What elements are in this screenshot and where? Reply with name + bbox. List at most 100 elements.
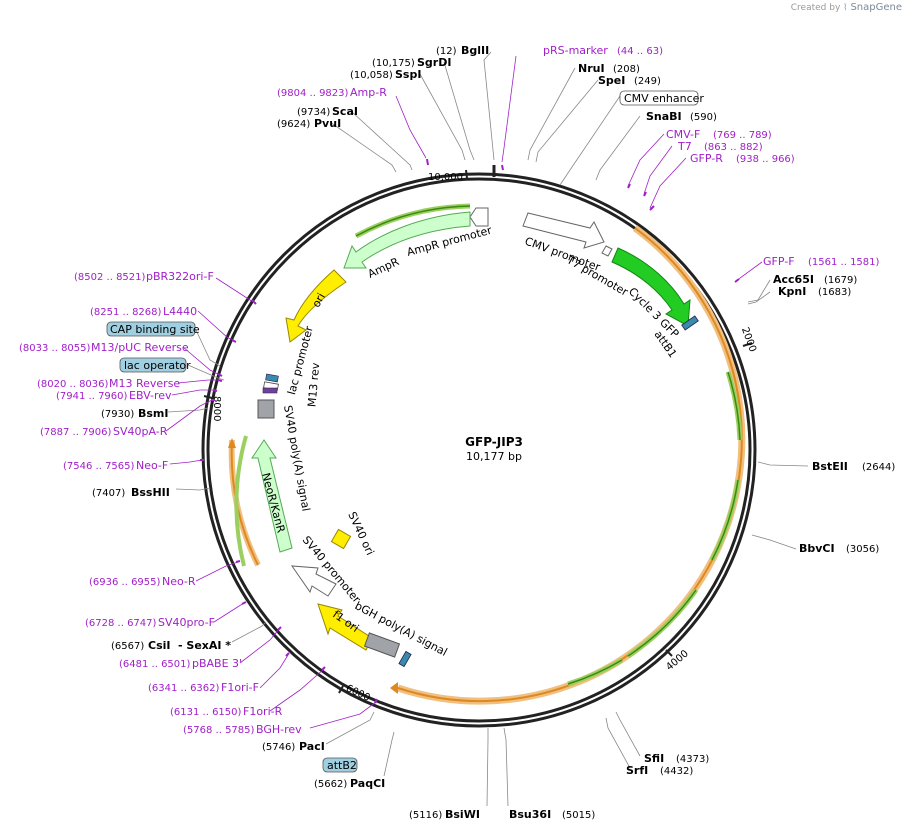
primer-pos-f1ori-r: (6131 .. 6150) (170, 707, 242, 718)
tick-label-10000: 10,000 (428, 172, 463, 183)
plasmid-length: 10,177 bp (466, 450, 522, 463)
plasmid-name: GFP-JIP3 (465, 435, 523, 449)
site-scai: ScaI (332, 105, 358, 118)
site-bbvci: BbvCI (799, 542, 835, 555)
site-pos-snabi: (590) (690, 112, 717, 123)
cmv-enhancer-label: CMV enhancer (624, 92, 704, 105)
primer-pos-m13-puc-rev: (8033 .. 8055) (19, 343, 91, 354)
feature-sv40-ori: SV40 ori (345, 510, 376, 557)
primer-ebv-rev: EBV-rev (129, 389, 172, 402)
primer-pos-t7: (863 .. 882) (704, 142, 763, 153)
ori-arrow (285, 269, 347, 343)
attb2-mark (398, 650, 412, 668)
neor-arrow (251, 439, 293, 553)
primer-pbr322ori-f: pBR322ori-F (146, 270, 214, 283)
site-pos-nrui: (208) (613, 64, 640, 75)
primer-f1ori-r: F1ori-R (243, 705, 283, 718)
primer-pos-pbabe3: (6481 .. 6501) (119, 659, 191, 670)
site-pos-acc65i: (1679) (824, 275, 857, 286)
site-bsshii: BssHII (131, 486, 170, 499)
primer-pos-prs-marker: (44 .. 63) (617, 46, 663, 57)
primer-pos-neo-f: (7546 .. 7565) (63, 461, 135, 472)
primer-t7: T7 (677, 140, 692, 153)
primer-pos-bgh-rev: (5768 .. 5785) (183, 725, 255, 736)
lac-mark-1 (265, 373, 279, 383)
primer-labels: pRS-marker (44 .. 63) (9804 .. 9823) Amp… (19, 44, 880, 736)
boxed-labels: CMV enhancer CAP binding site lac operat… (106, 90, 704, 773)
site-pos-spei: (249) (634, 76, 661, 87)
primer-pos-neo-r: (6936 .. 6955) (89, 577, 161, 588)
site-pvui: PvuI (314, 117, 341, 130)
site-srfi: SrfI (626, 764, 648, 777)
primer-pos-f1ori-f: (6341 .. 6362) (148, 683, 220, 694)
site-pos-scai: (9734) (297, 107, 330, 118)
orf-band-orange-right (396, 225, 746, 705)
m13rev-mark (262, 387, 278, 394)
f1-ori-arrow (317, 603, 373, 651)
primer-neo-f: Neo-F (136, 459, 168, 472)
site-bsmi: BsmI (138, 407, 169, 420)
orf-green-2 (709, 479, 741, 562)
orange-arrowhead-left (228, 438, 236, 448)
site-pos-bsiwi: (5116) (409, 810, 442, 821)
primer-amp-r: Amp-R (350, 86, 387, 99)
site-sexai: - SexAI * (178, 639, 231, 652)
restriction-sites: (12) BglII (10,175) SgrDI (10,058) SspI … (92, 44, 895, 821)
site-pos-bbvci: (3056) (846, 544, 879, 555)
orf-green-top-core (355, 205, 471, 237)
site-sspi: SspI (395, 68, 421, 81)
site-bsteii: BstEII (812, 460, 848, 473)
site-pos-pvui: (9624) (277, 119, 310, 130)
lac-operator-box (119, 357, 187, 373)
feature-ori: ori (310, 291, 328, 310)
tick-2000 (742, 342, 753, 347)
primer-l4440: L4440 (163, 305, 197, 318)
site-pos-bsmi: (7930) (101, 409, 134, 420)
bgh-polya-box (363, 632, 401, 658)
orf-green-1-core (727, 371, 741, 441)
feature-m13-rev: M13 rev (305, 362, 322, 408)
site-pos-csii: (6567) (111, 641, 144, 652)
orf-green-4 (567, 657, 624, 687)
snapgene-logo-icon: ⌇ (843, 3, 848, 13)
site-paci: PacI (299, 740, 325, 753)
site-pos-paci: (5746) (262, 742, 295, 753)
primer-pos-gfp-r: (938 .. 966) (736, 154, 795, 165)
primer-pos-ebv-rev: (7941 .. 7960) (56, 391, 128, 402)
primer-m13-reverse: M13 Reverse (109, 377, 180, 390)
site-pos-bsshii: (7407) (92, 488, 125, 499)
site-pos-sgrdi: (10,175) (372, 58, 415, 69)
site-bglii: BglII (461, 44, 489, 57)
site-pos-bsteii: (2644) (862, 462, 895, 473)
sv40-ori-box (330, 528, 352, 550)
primer-pos-gfp-f: (1561 .. 1581) (808, 257, 880, 268)
site-nrui: NruI (578, 62, 605, 75)
primer-cmv-f: CMV-F (666, 128, 700, 141)
feature-neor-kanr: NeoR/KanR (259, 471, 288, 534)
cmv-enhancer-box (619, 90, 699, 106)
orf-green-4-core (567, 659, 623, 685)
primer-pbabe3: pBABE 3' (192, 657, 242, 670)
feature-ampr: AmpR (366, 255, 402, 281)
lac-operator-label: lac operator (124, 359, 191, 372)
primer-prs-marker: pRS-marker (543, 44, 608, 57)
attb1-mark (681, 315, 699, 331)
orange-arrowhead-bottom (390, 682, 398, 694)
primer-sv40pa-r: SV40pA-R (113, 425, 168, 438)
tick-label-2000: 2000 (739, 326, 758, 354)
site-paqci: PaqCI (350, 777, 385, 790)
site-bsu36i: Bsu36I (509, 808, 551, 821)
site-pos-bsu36i: (5015) (562, 810, 595, 821)
primer-pos-cmv-f: (769 .. 789) (713, 130, 772, 141)
primer-gfp-r: GFP-R (690, 152, 723, 165)
ampr-promoter-arrow (469, 207, 489, 227)
tick-10000 (465, 169, 468, 179)
primer-leaders (165, 55, 763, 729)
site-acc65i: Acc65I (773, 273, 814, 286)
site-sgrdi: SgrDI (417, 56, 451, 69)
backbone-outer (201, 172, 757, 728)
site-leaders (167, 51, 809, 807)
cmv-promoter-arrow (522, 212, 605, 249)
orf-band-orange-right-core (397, 227, 743, 703)
